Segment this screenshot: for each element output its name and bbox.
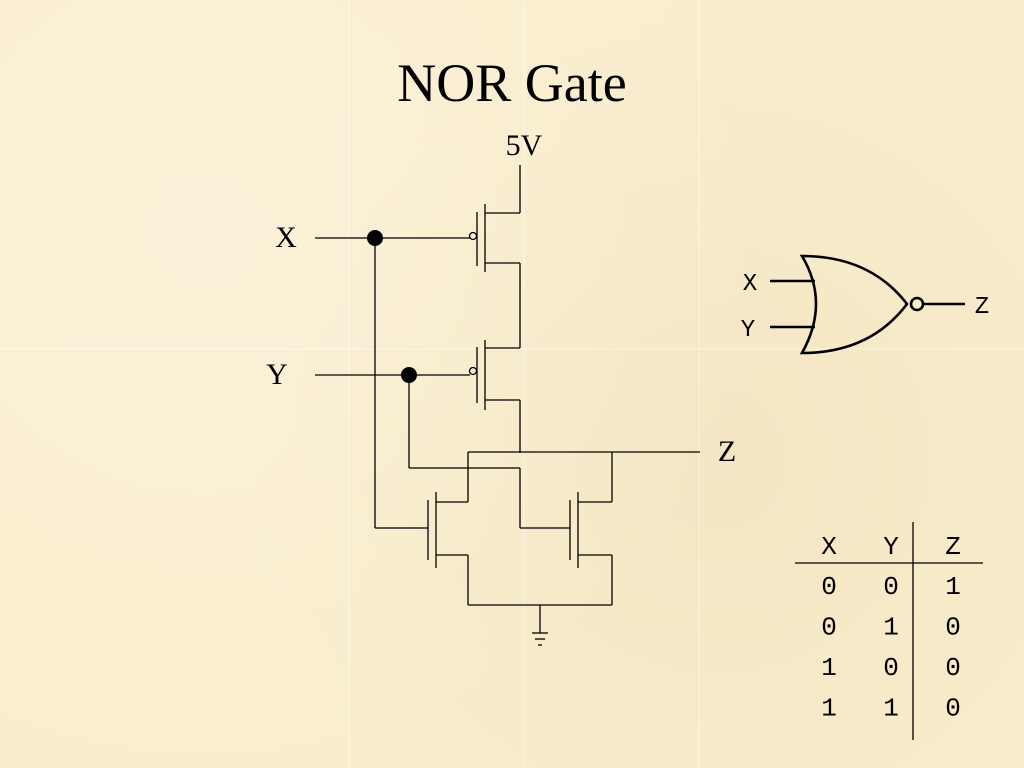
truth-table-cell: 0 (821, 572, 837, 602)
truth-table-cell: 0 (945, 613, 961, 643)
ground-icon (532, 632, 548, 646)
nmos-transistor-right (569, 452, 613, 605)
truth-table-cell: 0 (883, 653, 899, 683)
truth-table-cell: 1 (883, 613, 899, 643)
gate-input-x-label: X (743, 271, 757, 298)
truth-table-cell: 0 (821, 613, 837, 643)
truth-table-cell: 1 (883, 694, 899, 724)
pmos-transistor-bottom (468, 340, 520, 410)
truth-table-cell: 1 (945, 572, 961, 602)
truth-table-header-cell: X (821, 532, 837, 562)
truth-table-cell: 1 (821, 653, 837, 683)
output-label: Z (718, 435, 736, 468)
input-x-label: X (275, 221, 297, 254)
supply-label: 5V (506, 129, 543, 162)
junction-x-dot (367, 230, 383, 246)
gate-input-y-label: Y (741, 317, 755, 344)
truth-table-cell: 0 (945, 694, 961, 724)
pmos-transistor-top (468, 204, 520, 272)
slide-title: NOR Gate (397, 53, 627, 113)
truth-table-cell: 0 (945, 653, 961, 683)
gate-output-label: Z (975, 294, 989, 321)
truth-table-header-cell: Y (883, 532, 899, 562)
cmos-circuit (315, 165, 700, 646)
truth-table: X Y Z 0 0 1 0 1 0 1 0 0 1 1 0 (795, 522, 983, 740)
nor-gate-symbol (770, 254, 965, 355)
truth-table-cell: 0 (883, 572, 899, 602)
junction-y-dot (401, 367, 417, 383)
truth-table-cell: 1 (821, 694, 837, 724)
truth-table-header-cell: Z (945, 532, 961, 562)
nmos-transistor-left (427, 452, 469, 605)
input-y-label: Y (266, 358, 288, 391)
